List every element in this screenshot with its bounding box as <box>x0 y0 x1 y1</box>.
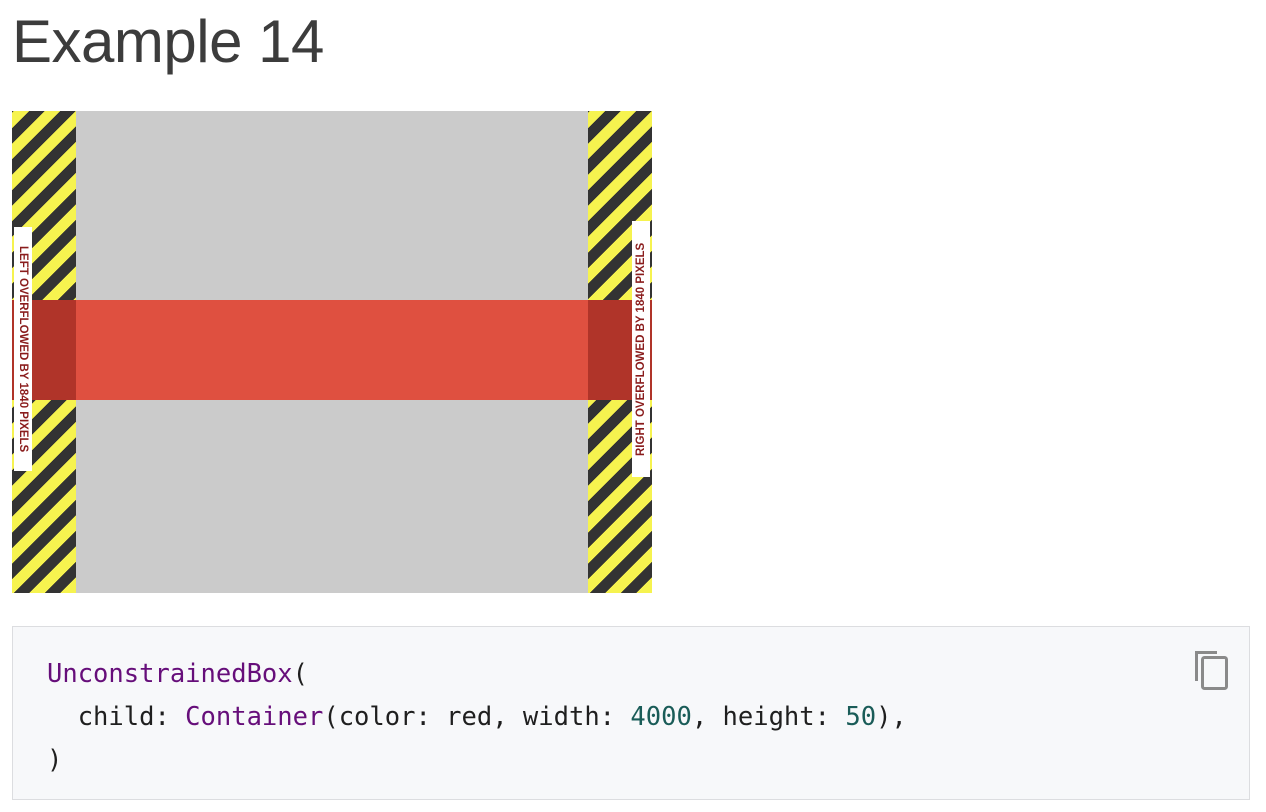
code-text-token: ( <box>292 659 308 689</box>
code-text-token: ), <box>876 702 907 732</box>
code-snippet: UnconstrainedBox( child: Container(color… <box>47 653 907 782</box>
red-container-bar <box>12 300 652 400</box>
copy-icon <box>1189 645 1233 695</box>
code-line: child: Container(color: red, width: 4000… <box>47 702 907 732</box>
code-line: ) <box>47 745 62 775</box>
page-title: Example 14 <box>12 8 324 75</box>
code-text-token: child: <box>47 702 186 732</box>
code-text-token: ) <box>47 745 63 775</box>
code-block: UnconstrainedBox( child: Container(color… <box>12 626 1250 800</box>
left-overflow-label: LEFT OVERFLOWED BY 1840 PIXELS <box>14 227 32 471</box>
copy-button[interactable] <box>1189 645 1233 695</box>
code-class-token: Container <box>185 702 324 732</box>
code-class-token: UnconstrainedBox <box>47 659 293 689</box>
overflow-demo-image: LEFT OVERFLOWED BY 1840 PIXELS RIGHT OVE… <box>12 111 652 593</box>
code-text-token: , height: <box>691 702 846 732</box>
code-text-token: (color: red, width: <box>323 702 631 732</box>
code-number-token: 4000 <box>630 702 692 732</box>
code-line: UnconstrainedBox( <box>47 659 308 689</box>
right-overflow-label: RIGHT OVERFLOWED BY 1840 PIXELS <box>632 221 650 477</box>
code-number-token: 50 <box>845 702 877 732</box>
